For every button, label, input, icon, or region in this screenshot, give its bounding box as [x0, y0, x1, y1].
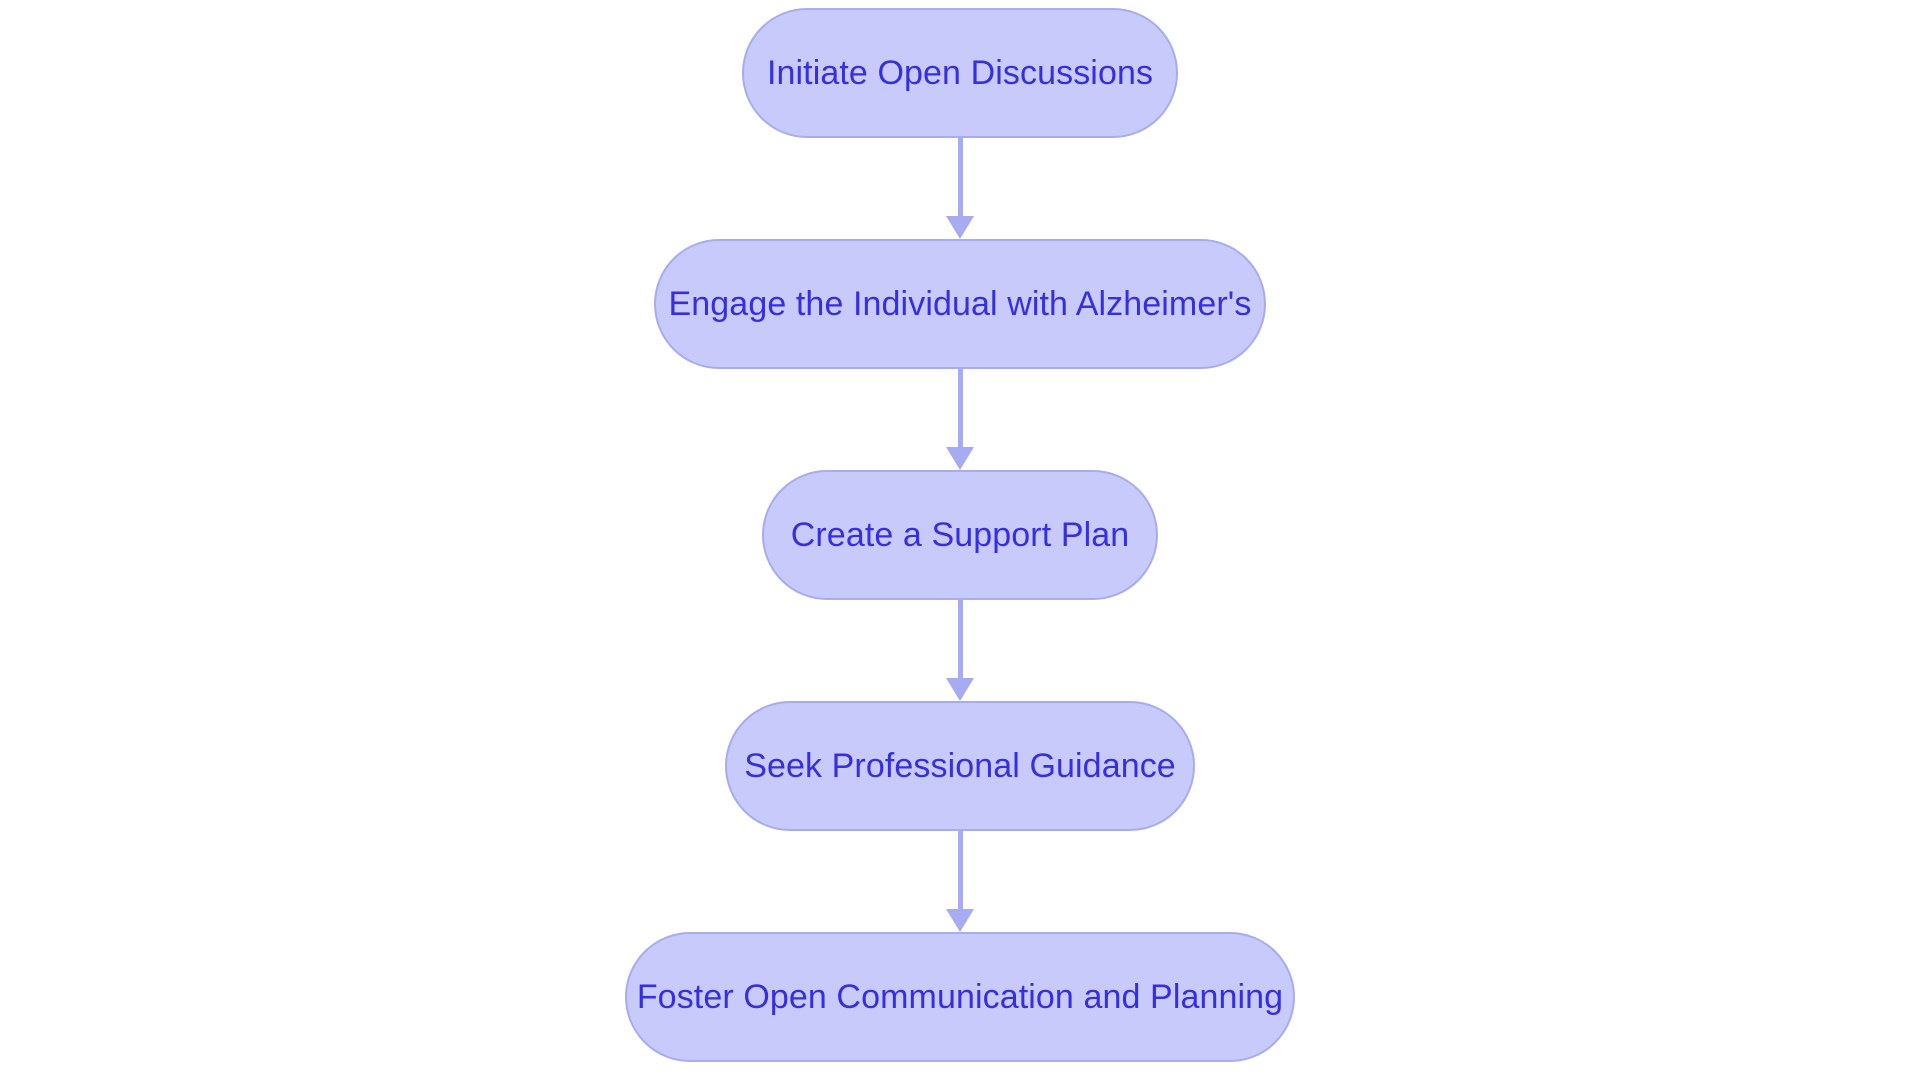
connector-shaft	[957, 138, 963, 216]
flow-node-label: Foster Open Communication and Planning	[636, 978, 1284, 1016]
flow-node-label: Engage the Individual with Alzheimer's	[668, 285, 1252, 323]
flow-node-engage-the-individual-with-alzheimers[interactable]: Engage the Individual with Alzheimer's	[654, 239, 1266, 369]
top-spacer	[960, 0, 961, 8]
flow-node-label: Initiate Open Discussions	[766, 54, 1154, 92]
arrow-down-icon	[940, 831, 980, 932]
arrow-down-icon	[940, 138, 980, 239]
connector-arrowhead	[946, 909, 974, 932]
flow-node-label: Create a Support Plan	[790, 516, 1130, 554]
flow-node-seek-professional-guidance[interactable]: Seek Professional Guidance	[725, 701, 1195, 831]
connector-shaft	[957, 831, 963, 909]
flow-node-initiate-open-discussions[interactable]: Initiate Open Discussions	[742, 8, 1178, 138]
flow-node-label: Seek Professional Guidance	[744, 747, 1176, 785]
flow-node-create-a-support-plan[interactable]: Create a Support Plan	[762, 470, 1158, 600]
connector-arrowhead	[946, 216, 974, 239]
connector-arrowhead	[946, 678, 974, 701]
connector-shaft	[957, 600, 963, 678]
connector-shaft	[957, 369, 963, 447]
flow-node-foster-open-communication-and-planning[interactable]: Foster Open Communication and Planning	[625, 932, 1295, 1062]
connector-arrowhead	[946, 447, 974, 470]
arrow-down-icon	[940, 369, 980, 470]
arrow-down-icon	[940, 600, 980, 701]
